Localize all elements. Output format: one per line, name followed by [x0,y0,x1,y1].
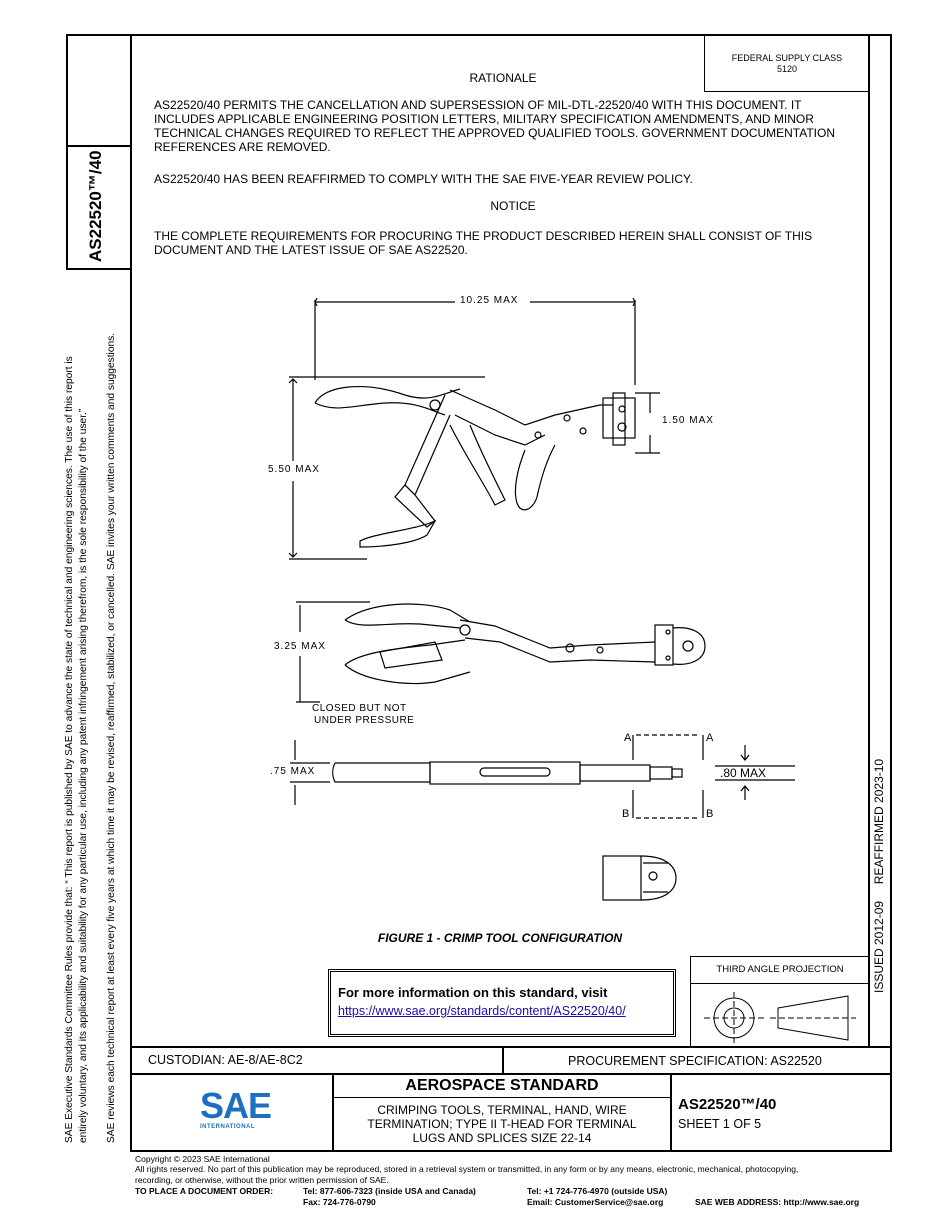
projection-divider [690,983,870,984]
projection-box-left [690,956,691,1048]
web-address[interactable]: SAE WEB ADDRESS: http://www.sae.org [695,1197,860,1207]
closed-note-1: CLOSED BUT NOT [312,703,407,714]
title-block-top [130,1046,892,1048]
info-box-link[interactable]: https://www.sae.org/standards/content/AS… [338,1004,626,1018]
title-number-divider [670,1073,672,1151]
frame-top [66,34,892,36]
crimp-tool-closed-view [296,601,706,703]
dim-head: 1.50 MAX [662,415,714,426]
rationale-paragraph-1: AS22520/40 PERMITS THE CANCELLATION AND … [154,98,836,154]
rationale-paragraph-2: AS22520/40 HAS BEEN REAFFIRMED TO COMPLY… [154,172,693,186]
frame-right-inner [868,34,870,1046]
info-box [328,969,676,1037]
doc-number-vertical: AS22520™/40 [86,150,105,262]
standard-type: AEROSPACE STANDARD [405,1077,599,1094]
issue-dates: ISSUED 2012-09 REAFFIRMED 2023-10 [872,758,886,993]
dim-height: 5.50 MAX [268,464,320,475]
section-a-right: A [706,732,714,744]
title-line-2: TERMINATION; TYPE II T-HEAD FOR TERMINAL [367,1117,637,1131]
projection-label: THIRD ANGLE PROJECTION [716,964,844,975]
doc-number: AS22520™/40 [678,1096,777,1113]
sae-logo-text: SAE [200,1085,272,1126]
copyright: Copyright © 2023 SAE International [135,1154,270,1164]
section-b-right: B [706,808,714,820]
frame-right [890,34,892,1152]
custodian-divider [502,1046,504,1074]
fsc-value: 5120 [776,64,798,74]
notice-title: NOTICE [490,199,536,213]
title-line-3: LUGS AND SPLICES SIZE 22-14 [412,1131,592,1145]
fsc-box-bottom [704,91,870,92]
fsc-label: FEDERAL SUPPLY CLASS [731,53,843,63]
projection-box-top [690,956,870,957]
fsc-box-left [704,34,705,92]
crimp-tool-open-view [288,297,660,560]
review-policy-line: SAE reviews each technical report at lea… [106,332,117,1143]
document-title: CRIMPING TOOLS, TERMINAL, HAND, WIRE TER… [334,1103,670,1145]
sheet-number: SHEET 1 OF 5 [678,1117,762,1131]
committee-rules-line1: SAE Executive Standards Committee Rules … [64,356,75,1143]
closed-note-2: UNDER PRESSURE [314,715,415,726]
procurement-spec: PROCUREMENT SPECIFICATION: AS22520 [568,1054,822,1068]
logo-divider [332,1073,334,1151]
section-b-left: B [622,808,630,820]
email[interactable]: Email: CustomerService@sae.org [527,1197,664,1207]
rights-line-1: All rights reserved. No part of this pub… [135,1164,799,1174]
committee-rules-line2: entirely voluntary, and its applicabilit… [78,408,89,1143]
fsc-box: FEDERAL SUPPLY CLASS 5120 [705,53,869,75]
rights-line-2: recording, or otherwise, without the pri… [135,1175,389,1185]
projection-symbol [704,992,856,1044]
frame-left-tab-bottom [66,268,132,270]
tel-us: Tel: 877-606-7323 (inside USA and Canada… [303,1186,476,1196]
order-label: TO PLACE A DOCUMENT ORDER: [135,1186,274,1196]
crimp-head-detail [602,855,677,901]
title-line-1: CRIMPING TOOLS, TERMINAL, HAND, WIRE [377,1103,627,1117]
notice-paragraph: THE COMPLETE REQUIREMENTS FOR PROCURING … [154,229,813,257]
tel-intl: Tel: +1 724-776-4970 (outside USA) [527,1186,668,1196]
frame-inner-left [130,34,132,1152]
standard-type-underline [332,1097,672,1098]
crimp-tool-top-view [290,734,795,819]
frame-left [66,34,68,270]
dim-thickness: .75 MAX [270,766,316,777]
dim-closed: 3.25 MAX [274,641,326,652]
custodian: CUSTODIAN: AE-8/AE-8C2 [148,1053,303,1067]
rationale-title: RATIONALE [469,71,537,85]
fax: Fax: 724-776-0790 [303,1197,376,1207]
info-box-text: For more information on this standard, v… [338,985,608,1000]
sae-logo: SAE INTERNATIONAL [200,1085,272,1138]
dim-head-width: .80 MAX [720,766,767,780]
frame-bottom [130,1150,892,1152]
figure-caption: FIGURE 1 - CRIMP TOOL CONFIGURATION [377,931,623,945]
section-a-left: A [624,732,632,744]
title-block-row-divider [130,1073,892,1075]
frame-left-tab-divider [66,145,132,147]
dim-length: 10.25 MAX [460,295,519,306]
sae-logo-subtext: INTERNATIONAL [200,1124,256,1130]
